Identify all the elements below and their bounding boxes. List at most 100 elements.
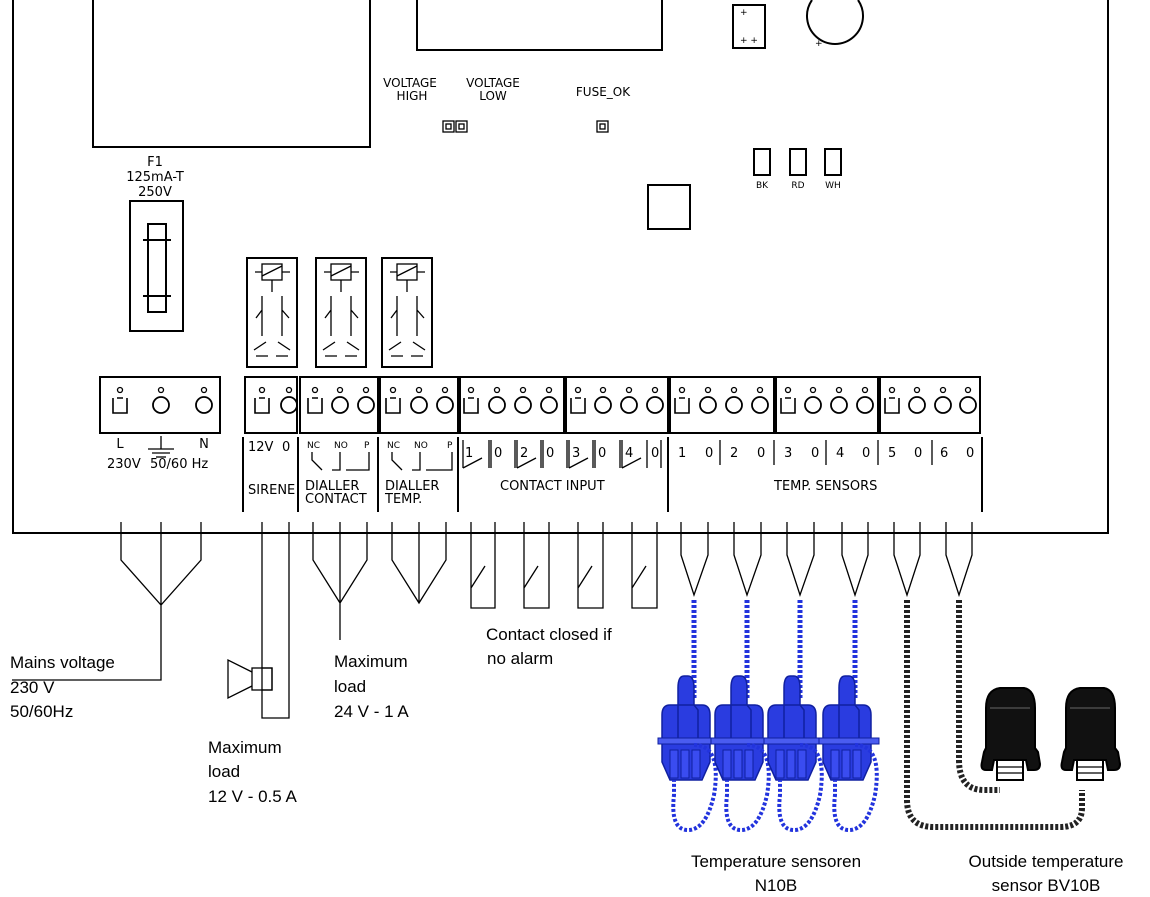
dialler-temp-labels: NC NO P DIALLER TEMP. (384, 441, 453, 507)
dialler-wiring (312, 522, 447, 640)
svg-text:Maximum: Maximum (208, 738, 282, 757)
indicator-fuse-ok: FUSE_OK (576, 85, 631, 133)
terminal-blocks (99, 376, 981, 434)
fuse-f1: F1 125mA-T 250V (126, 155, 184, 332)
dialler-contact-labels: NC NO P DIALLER CONTACT (305, 441, 370, 507)
terminal-screw (514, 386, 532, 414)
svg-text:50/60Hz: 50/60Hz (10, 702, 73, 721)
svg-text:+ +: + + (740, 36, 758, 46)
n10b-sensor-3 (763, 675, 825, 833)
temp-sensors-labels: 1 0 2 0 3 0 4 0 5 0 6 0 TEMP. SENSORS (678, 440, 974, 494)
svg-text:TEMP.: TEMP. (384, 492, 422, 507)
terminal-screw (410, 386, 428, 414)
svg-text:sensor BV10B: sensor BV10B (992, 876, 1101, 895)
svg-text:load: load (208, 762, 240, 781)
svg-text:NC: NC (387, 441, 400, 451)
mains-terminal-labels: L N 230V 50/60 Hz (107, 436, 209, 472)
svg-text:no alarm: no alarm (487, 649, 553, 668)
svg-text:0: 0 (705, 446, 713, 461)
terminal-screw (570, 386, 586, 414)
svg-text:0: 0 (546, 446, 554, 461)
terminal-screw (540, 386, 558, 414)
terminal-screw (463, 386, 479, 414)
svg-text:250V: 250V (138, 185, 172, 200)
terminal-screw (195, 386, 213, 414)
svg-text:5: 5 (888, 446, 896, 461)
label-temp-sensors: Temperature sensoren N10B (691, 852, 861, 895)
terminal-screw (830, 386, 848, 414)
connector-rd: RD (789, 148, 807, 191)
connector-bk: BK (753, 148, 771, 191)
svg-text:TEMP. SENSORS: TEMP. SENSORS (773, 479, 877, 494)
svg-text:0: 0 (914, 446, 922, 461)
svg-text:2: 2 (730, 446, 738, 461)
svg-text:0: 0 (862, 446, 870, 461)
terminal-screw (385, 386, 401, 414)
svg-text:NC: NC (307, 441, 320, 451)
svg-text:3: 3 (784, 446, 792, 461)
svg-text:230 V: 230 V (10, 678, 55, 697)
svg-text:4: 4 (836, 446, 844, 461)
terminal-screw (884, 386, 900, 414)
svg-text:50/60 Hz: 50/60 Hz (150, 457, 208, 472)
bv10b-sensor-1 (980, 687, 1042, 781)
svg-text:2: 2 (520, 446, 528, 461)
bv10b-sensors (904, 600, 1122, 830)
svg-text:Contact closed if: Contact closed if (486, 625, 612, 644)
label-outside-sensor: Outside temperature sensor BV10B (969, 852, 1124, 895)
svg-text:P: P (447, 441, 453, 451)
svg-text:L: L (116, 437, 124, 452)
terminal-screw (307, 386, 323, 414)
n10b-sensor-2 (710, 675, 772, 833)
svg-text:HIGH: HIGH (397, 89, 428, 103)
earth-icon (148, 436, 174, 458)
label-mains-voltage: Mains voltage 230 V 50/60Hz (10, 653, 115, 721)
svg-text:F1: F1 (147, 155, 163, 170)
indicator-voltage-high: VOLTAGE HIGH (383, 76, 455, 133)
mains-wiring (12, 522, 202, 681)
terminal-screw (674, 386, 690, 414)
svg-text:FUSE_OK: FUSE_OK (576, 85, 631, 99)
terminal-screw (331, 386, 349, 414)
terminal-screw (594, 386, 612, 414)
label-siren-load: Maximum load 12 V - 0.5 A (208, 738, 297, 806)
terminal-screw (620, 386, 638, 414)
svg-text:Temperature sensoren: Temperature sensoren (691, 852, 861, 871)
svg-text:Outside temperature: Outside temperature (969, 852, 1124, 871)
svg-text:0: 0 (494, 446, 502, 461)
svg-text:12V: 12V (248, 440, 274, 455)
sirene-terminal-labels: 12V 0 SIRENE (248, 440, 295, 498)
svg-text:DIALLER: DIALLER (305, 479, 359, 494)
svg-text:6: 6 (940, 446, 948, 461)
svg-text:RD: RD (791, 181, 804, 191)
terminal-screw (725, 386, 743, 414)
terminal-screw (646, 386, 664, 414)
svg-text:4: 4 (625, 446, 633, 461)
temp-sensor-wiring (680, 522, 973, 598)
terminal-screw (357, 386, 375, 414)
bv10b-sensor-2 (1060, 687, 1122, 781)
terminal-screw (804, 386, 822, 414)
contact-input-labels: 1 0 2 0 3 0 4 0 CONTACT INPUT (462, 440, 662, 494)
svg-text:NO: NO (334, 441, 348, 451)
indicator-voltage-low: VOLTAGE LOW (455, 76, 520, 133)
terminal-screw (254, 386, 270, 414)
svg-text:NO: NO (414, 441, 428, 451)
terminal-screw (751, 386, 769, 414)
label-dialler-load: Maximum load 24 V - 1 A (334, 652, 409, 721)
svg-text:0: 0 (282, 440, 290, 455)
svg-text:12 V - 0.5 A: 12 V - 0.5 A (208, 787, 297, 806)
n10b-sensor-4 (818, 675, 880, 833)
connector-wh: WH (824, 148, 842, 191)
block-dividers (242, 437, 983, 512)
svg-text:3: 3 (572, 446, 580, 461)
relay-dialler-contact (315, 257, 367, 368)
siren-wiring (227, 522, 290, 719)
terminal-screw (856, 386, 874, 414)
terminal-screw (699, 386, 717, 414)
svg-text:0: 0 (598, 446, 606, 461)
svg-text:Mains voltage: Mains voltage (10, 653, 115, 672)
svg-text:1: 1 (465, 446, 473, 461)
svg-text:VOLTAGE: VOLTAGE (466, 76, 520, 90)
